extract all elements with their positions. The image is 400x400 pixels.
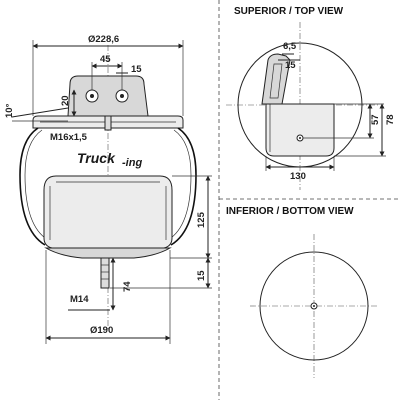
- dim-height-15: 15: [196, 270, 207, 281]
- top-view: SUPERIOR / TOP VIEW 6,5 15 57 78: [226, 6, 396, 190]
- dim-74: 74: [122, 281, 133, 292]
- top-bracket-plate: [265, 103, 335, 157]
- top-stud: [104, 115, 112, 131]
- brand-name: Truck: [77, 150, 116, 166]
- bottom-view: INFERIOR / BOTTOM VIEW: [226, 206, 378, 378]
- dim-130: 130: [290, 171, 306, 182]
- top-bracket-ear: [261, 53, 291, 105]
- dim-20: 20: [60, 95, 71, 106]
- front-view: Truck -ing Ø228,6 45 15 20 10° M16x1,5 1…: [4, 34, 212, 344]
- dim-6-5: 6,5: [283, 41, 297, 52]
- dim-diameter-bottom: Ø190: [90, 325, 113, 336]
- bottom-flange: [44, 247, 172, 259]
- piston: [43, 175, 173, 249]
- thread-top-label: M16x1,5: [50, 132, 88, 143]
- bottom-stud: [100, 257, 110, 289]
- thread-bottom-label: M14: [70, 294, 89, 305]
- bottom-outer-circle: [259, 251, 369, 361]
- dim-57: 57: [370, 114, 381, 125]
- dim-diameter-top: Ø228,6: [88, 34, 119, 45]
- inferior-title: INFERIOR / BOTTOM VIEW: [226, 206, 354, 217]
- dim-15-topview: 15: [285, 60, 296, 71]
- brand-suffix: -ing: [122, 157, 142, 169]
- superior-title: SUPERIOR / TOP VIEW: [234, 6, 344, 17]
- bellow-upper: [19, 127, 46, 246]
- dim-height-125: 125: [196, 211, 207, 228]
- mounting-bracket: [67, 75, 149, 117]
- dim-angle-10: 10°: [4, 103, 15, 118]
- dim-78: 78: [385, 114, 396, 125]
- view-separators: [218, 0, 400, 400]
- dim-15-top: 15: [131, 64, 142, 75]
- dim-45: 45: [100, 54, 111, 65]
